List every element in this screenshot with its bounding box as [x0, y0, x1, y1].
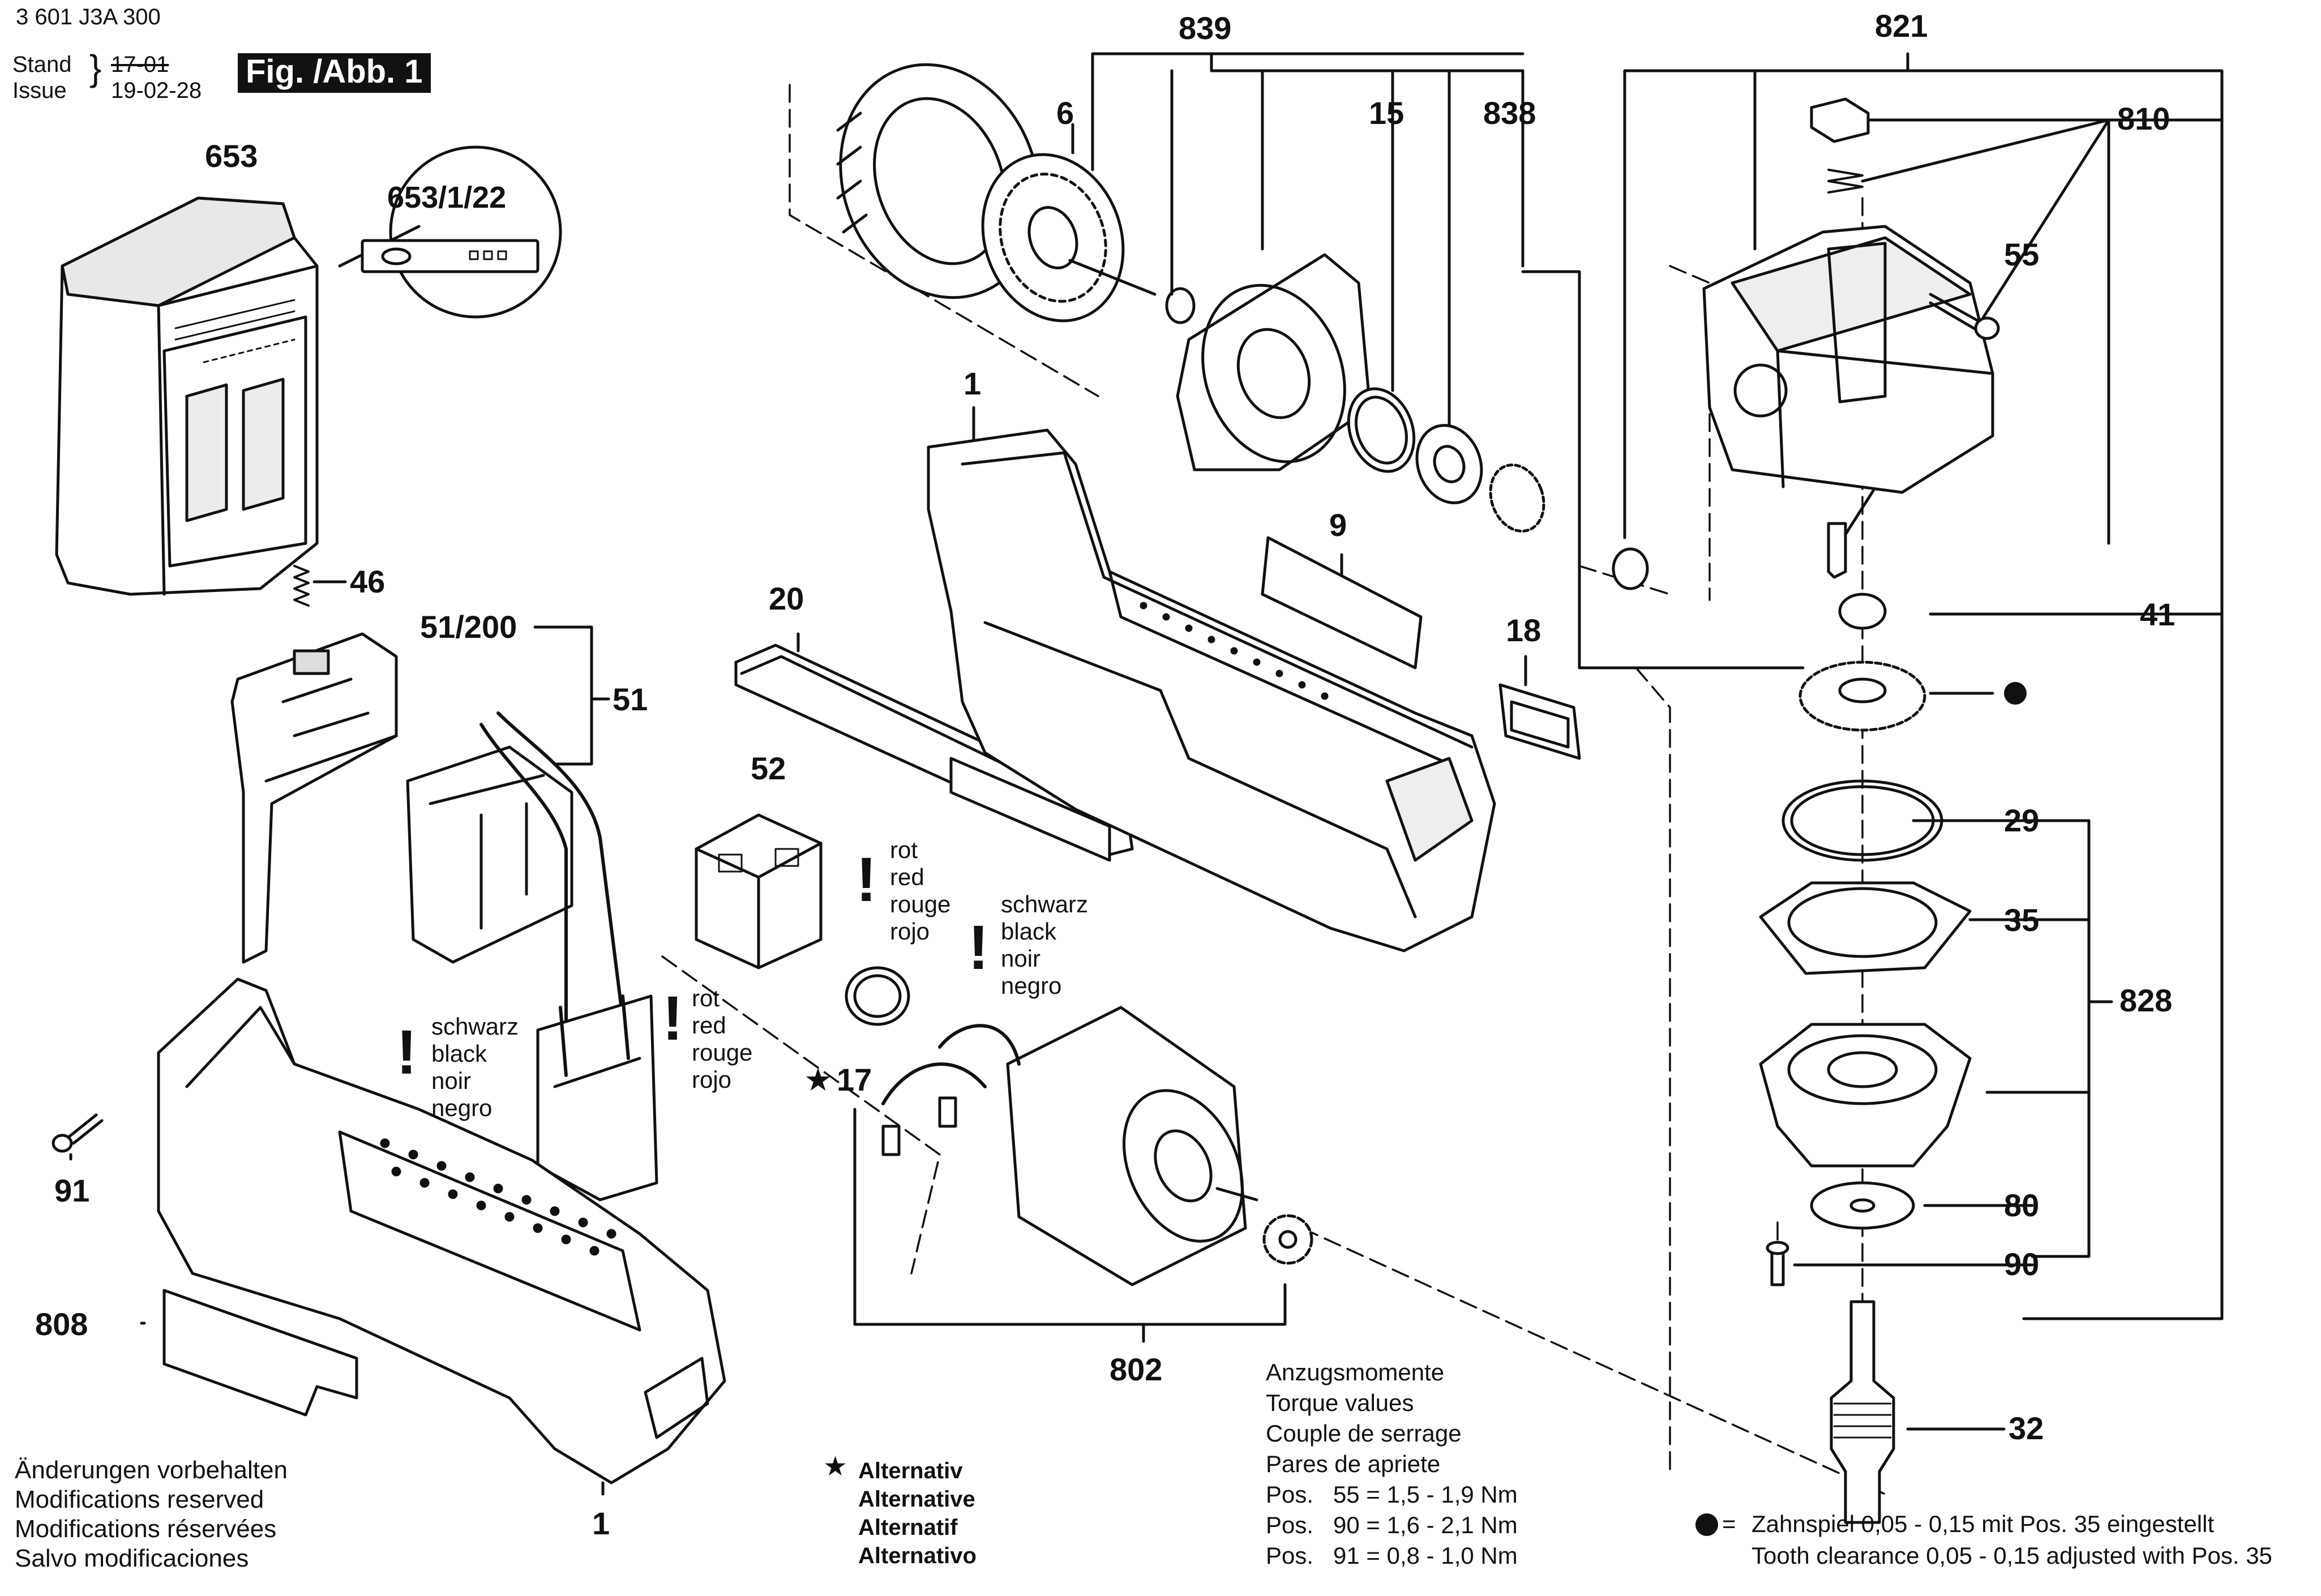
part-802: 802	[1110, 1352, 1163, 1387]
modifications-note: Änderungen vorbehalten Modifications res…	[15, 1456, 288, 1572]
part-1-top: 1	[963, 366, 982, 401]
brush-holder-52	[695, 813, 823, 969]
part-653: 653	[205, 138, 258, 174]
bushing	[1612, 547, 1649, 590]
screw-55	[1929, 293, 2000, 340]
star-17: ★	[804, 1062, 833, 1097]
pinion-gear	[1489, 464, 1545, 533]
handle-bar-20	[734, 643, 1134, 862]
wire-label-red-top: rot red rouge rojo	[890, 836, 951, 945]
part-821: 821	[1875, 8, 1928, 44]
part-20: 20	[769, 581, 804, 616]
part-810: 810	[2117, 101, 2170, 136]
part-17: 17	[837, 1062, 872, 1097]
brace: }	[89, 48, 102, 88]
part-839: 839	[1179, 10, 1232, 46]
alternative-star: ★	[823, 1452, 848, 1482]
screw-91	[52, 1113, 104, 1153]
label-detail-callout	[338, 145, 562, 319]
part-35: 35	[2004, 902, 2040, 938]
part-828: 828	[2119, 983, 2173, 1018]
part-90: 90	[2004, 1246, 2040, 1282]
part-29: 29	[2004, 803, 2040, 838]
housing-shell-top	[927, 428, 1496, 953]
housing-shell-bottom	[157, 977, 726, 1485]
wire-label-black-left: schwarz black noir negro	[431, 1013, 519, 1121]
spindle-32	[1830, 1300, 1895, 1524]
spring-810	[1827, 169, 1864, 194]
o-ring-29	[1782, 779, 1943, 862]
nut-810	[1810, 97, 1870, 143]
part-46: 46	[350, 564, 386, 599]
alternative-legend: Alternativ Alternative Alternatif Altern…	[858, 1458, 977, 1568]
part-15: 15	[1369, 95, 1404, 131]
part-9: 9	[1329, 507, 1347, 543]
bearing-plate	[1176, 253, 1372, 471]
part-51: 51	[613, 681, 648, 717]
wire-label-black-right: schwarz black noir negro	[1001, 891, 1089, 999]
clearance-dot	[2004, 682, 2027, 705]
spring-46	[293, 565, 310, 607]
part-6: 6	[1056, 95, 1074, 131]
washer-80	[1810, 1181, 1915, 1230]
leader-lines	[69, 52, 2224, 1496]
torque-values: Anzugsmomente Torque values Couple de se…	[1266, 1359, 1518, 1569]
gasket-35	[1759, 881, 1972, 975]
bearing-flange	[1759, 1023, 1972, 1168]
contact-plate	[230, 632, 398, 964]
warning-red-left: !	[662, 984, 683, 1053]
lever-18	[1498, 683, 1581, 760]
legend-equals: =	[1722, 1511, 1736, 1537]
part-41: 41	[2140, 597, 2176, 632]
part-51-200: 51/200	[420, 609, 517, 645]
part-32: 32	[2009, 1410, 2044, 1446]
warning-black-right: !	[968, 913, 989, 983]
part-80: 80	[2004, 1187, 2040, 1223]
old-date: 17-01	[111, 52, 169, 77]
ring-17	[845, 966, 910, 1026]
part-55: 55	[2004, 237, 2040, 272]
warning-red-top: !	[856, 845, 877, 915]
sleeve-41	[1838, 593, 1887, 630]
part-91: 91	[54, 1173, 90, 1208]
bearing-838	[1415, 424, 1483, 504]
spindle-pin	[1827, 522, 1847, 579]
part-18: 18	[1506, 612, 1541, 648]
wire-label-red-left: rot red rouge rojo	[692, 985, 753, 1093]
stand-label: Stand	[12, 52, 72, 77]
document-number: 3 601 J3A 300	[16, 5, 161, 29]
figure-label: Fig. /Abb. 1	[238, 53, 431, 93]
part-808: 808	[35, 1306, 88, 1342]
clearance-dot-legend	[1695, 1513, 1718, 1536]
part-653-1-22: 653/1/22	[387, 181, 507, 214]
screw-90	[1766, 1241, 1789, 1286]
warning-black-left: !	[396, 1018, 417, 1087]
clearance-note-en: Tooth clearance 0,05 - 0,15 adjusted wit…	[1752, 1542, 2272, 1569]
label-strip-808	[162, 1289, 358, 1417]
issue-label: Issue	[12, 78, 67, 103]
crown-gear	[1798, 660, 1926, 732]
ring-15	[1347, 387, 1416, 473]
switch-assembly	[406, 711, 658, 1202]
motor-802	[881, 1006, 1258, 1286]
clearance-note-de: Zahnspiel 0,05 - 0,15 mit Pos. 35 einges…	[1752, 1511, 2215, 1537]
gear-839	[981, 153, 1196, 324]
cover-strip-9	[1261, 536, 1423, 670]
fan-star	[1262, 1214, 1313, 1265]
part-1-bottom: 1	[592, 1505, 610, 1541]
new-date: 19-02-28	[111, 78, 202, 103]
part-838: 838	[1483, 95, 1536, 131]
battery-pack	[55, 196, 319, 596]
gear-head-821	[1702, 225, 1994, 494]
part-52: 52	[751, 750, 786, 786]
